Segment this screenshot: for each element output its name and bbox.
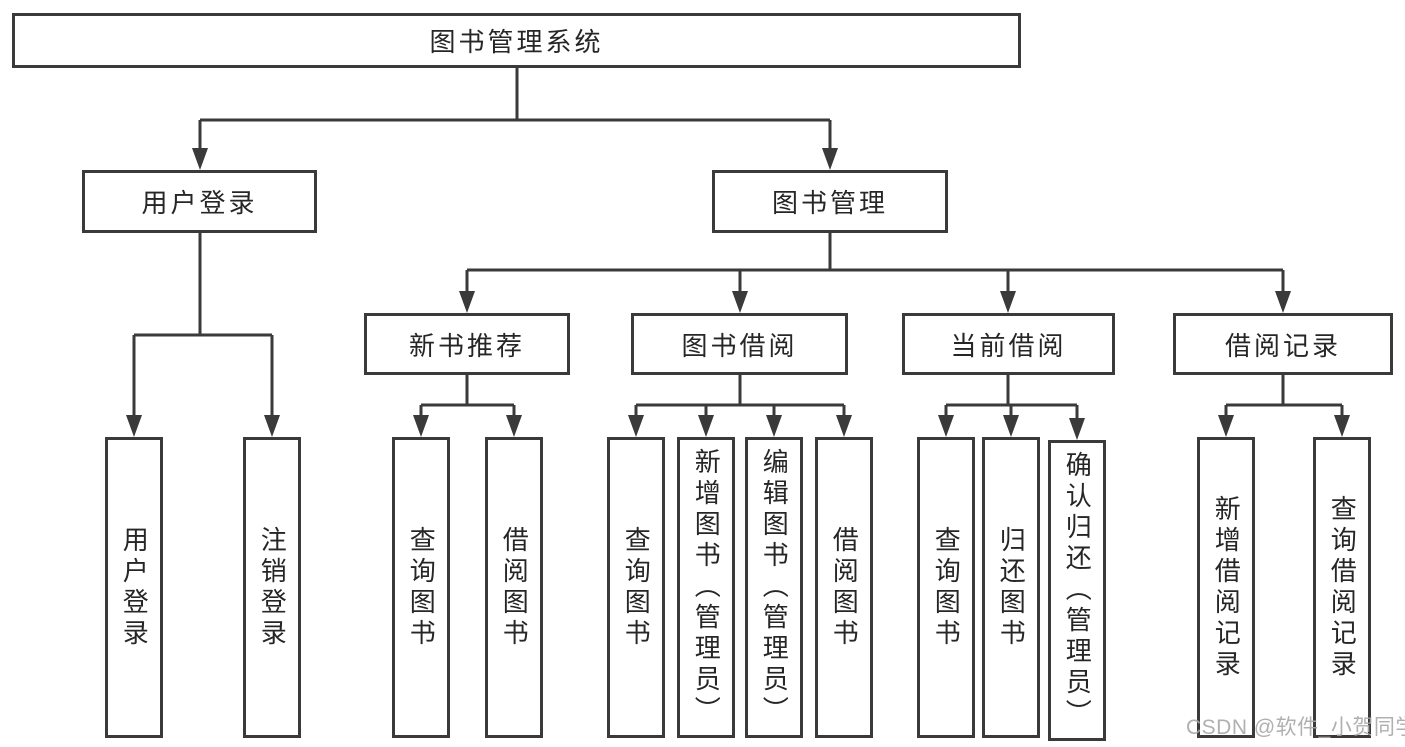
- leaf-borrow-add-books-admin-label: 新增图书（管理员）: [691, 448, 722, 727]
- leaf-current-confirm-return-admin-label: 确认归还（管理员）: [1062, 451, 1093, 730]
- leaf-recommend-borrow-books: 借阅图书: [485, 437, 543, 738]
- leaf-records-query-record: 查询借阅记录: [1313, 437, 1371, 738]
- node-book-management-label: 图书管理: [771, 188, 888, 218]
- leaf-borrow-add-books-admin: 新增图书（管理员）: [677, 437, 735, 738]
- leaf-recommend-query-books-label: 查询图书: [406, 525, 437, 650]
- node-borrow-records-label: 借阅记录: [1224, 330, 1341, 361]
- tree-edges: [132, 68, 1344, 419]
- node-user-login: 用户登录: [82, 170, 317, 233]
- leaf-borrow-query-books-label: 查询图书: [621, 525, 652, 650]
- node-root-system: 图书管理系统: [12, 13, 1021, 68]
- leaf-user-login-label: 用户登录: [119, 525, 150, 650]
- leaf-recommend-query-books: 查询图书: [392, 437, 450, 738]
- csdn-watermark: CSDN @软件_小贺同学: [1186, 716, 1405, 739]
- node-book-borrow: 图书借阅: [631, 313, 848, 375]
- leaf-borrow-edit-books-admin-label: 编辑图书（管理员）: [759, 448, 790, 727]
- leaf-user-login: 用户登录: [105, 437, 163, 738]
- node-book-management: 图书管理: [712, 170, 948, 233]
- node-book-borrow-label: 图书借阅: [681, 330, 798, 361]
- leaf-current-confirm-return-admin: 确认归还（管理员）: [1048, 440, 1106, 741]
- node-borrow-records: 借阅记录: [1173, 313, 1393, 375]
- leaf-recommend-borrow-books-label: 借阅图书: [499, 525, 530, 650]
- leaf-borrow-edit-books-admin: 编辑图书（管理员）: [745, 437, 803, 738]
- leaf-current-return-books: 归还图书: [982, 437, 1040, 738]
- node-current-borrow-label: 当前借阅: [950, 330, 1067, 361]
- leaf-current-return-books-label: 归还图书: [996, 525, 1027, 650]
- leaf-logout: 注销登录: [243, 437, 301, 738]
- node-new-book-recommend: 新书推荐: [364, 313, 570, 375]
- node-current-borrow: 当前借阅: [902, 313, 1115, 375]
- leaf-records-query-record-label: 查询借阅记录: [1327, 494, 1358, 681]
- leaf-borrow-borrow-books-label: 借阅图书: [829, 525, 860, 650]
- leaf-records-add-record: 新增借阅记录: [1197, 437, 1255, 738]
- node-root-system-label: 图书管理系统: [429, 27, 604, 57]
- leaf-records-add-record-label: 新增借阅记录: [1211, 494, 1242, 681]
- leaf-borrow-borrow-books: 借阅图书: [815, 437, 873, 738]
- leaf-current-query-books-label: 查询图书: [931, 525, 962, 650]
- leaf-current-query-books: 查询图书: [917, 437, 975, 738]
- node-new-book-recommend-label: 新书推荐: [408, 330, 525, 361]
- leaf-borrow-query-books: 查询图书: [607, 437, 665, 738]
- leaf-logout-label: 注销登录: [257, 525, 288, 650]
- arrowheads: [126, 148, 1350, 440]
- node-user-login-label: 用户登录: [141, 188, 258, 218]
